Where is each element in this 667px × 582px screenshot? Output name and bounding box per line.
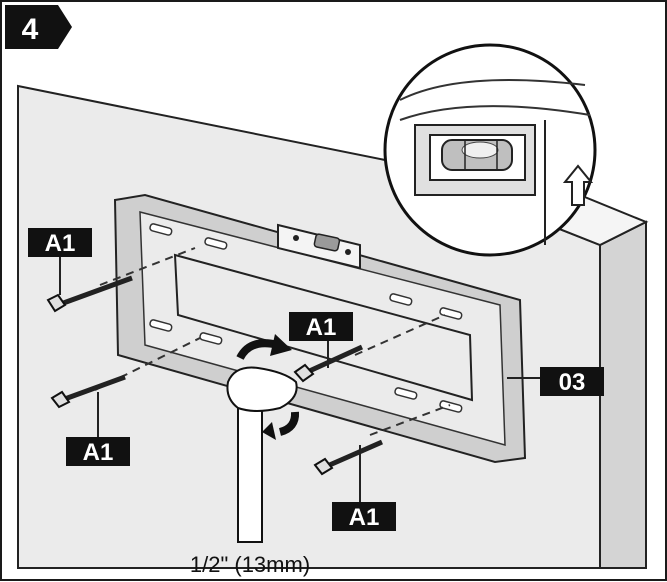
lag-screw-bottom-left [50, 374, 126, 409]
clockwise-rotation-arrow-icon [236, 334, 300, 440]
up-arrow-icon [562, 164, 594, 206]
callout-a1-bottom-right-text: A1 [349, 504, 380, 531]
callout-a1-center-text: A1 [306, 314, 337, 341]
callout-a1-top-left-text: A1 [45, 230, 76, 257]
bubble-level-icon [277, 223, 361, 270]
bubble-vial-magnified [441, 139, 513, 171]
step-number: 4 [22, 13, 39, 46]
lag-screw-top-left [46, 275, 133, 313]
mounting-slots [149, 223, 463, 413]
wrench-size-label: 1/2" (13mm) [190, 552, 310, 577]
callout-a1-top-left: A1 [28, 228, 92, 257]
step-badge: 4 [5, 5, 72, 49]
socket-wrench-icon [226, 366, 298, 543]
callout-a1-bottom-left-text: A1 [83, 439, 114, 466]
level-detail-callout [383, 43, 597, 257]
lag-screw-bottom-right [313, 439, 384, 476]
callout-03-wall-plate: 03 [540, 367, 604, 396]
callout-a1-center: A1 [289, 312, 353, 341]
callout-a1-bottom-left: A1 [66, 437, 130, 466]
wall-side [599, 220, 647, 569]
lag-screw-center [293, 344, 364, 383]
callout-03-text: 03 [559, 369, 586, 396]
callout-a1-bottom-right: A1 [332, 502, 396, 531]
